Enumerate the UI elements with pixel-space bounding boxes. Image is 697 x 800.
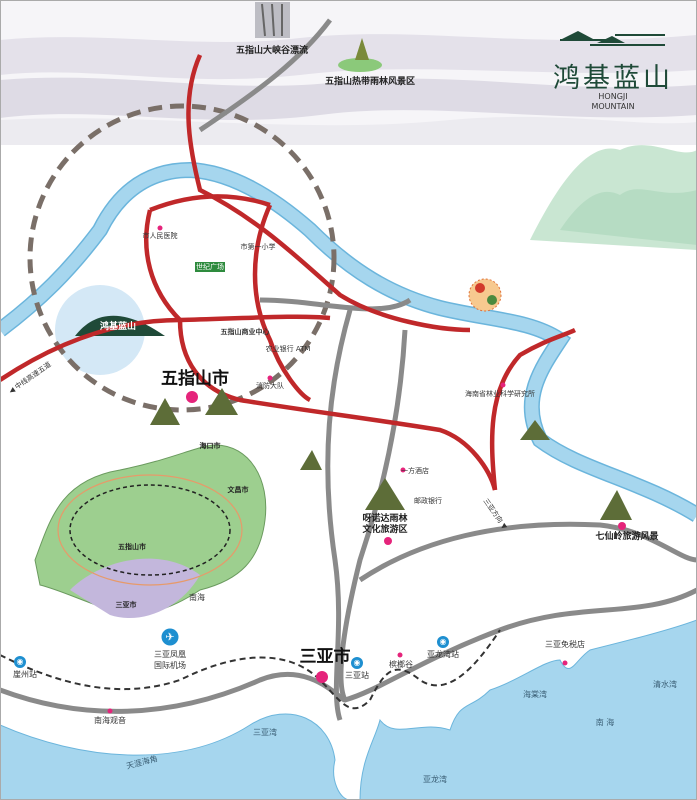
radius-circle bbox=[27, 103, 337, 413]
duty-free-marker[interactable] bbox=[562, 660, 568, 666]
rainforest-icon bbox=[338, 38, 382, 72]
inset-south-sea-label: 南海 bbox=[189, 593, 205, 602]
grand-canyon-rafting-label: 五指山大峡谷漂流 bbox=[235, 46, 309, 56]
secondary-roads bbox=[0, 18, 697, 721]
train-station-icon: ◉ bbox=[437, 636, 449, 648]
duty-free-label: 三亚免税店 bbox=[545, 640, 585, 649]
airport-icon: ✈ bbox=[161, 628, 179, 646]
logo-title: 鸿基蓝山 bbox=[553, 63, 673, 94]
binglanggu-marker[interactable] bbox=[397, 652, 403, 658]
airport-label-line1: 三亚凤凰 bbox=[154, 650, 186, 659]
train-station-icon: ◉ bbox=[351, 657, 363, 669]
hotel-label: 一方酒店 bbox=[401, 467, 429, 475]
rainforest-scenic-label: 五指山热带雨林风景区 bbox=[324, 77, 416, 87]
school-label: 市第一小学 bbox=[240, 243, 276, 251]
railway bbox=[0, 629, 501, 710]
inset-wuzhishan-label: 五指山市 bbox=[118, 543, 146, 551]
lake-circles bbox=[468, 278, 502, 312]
square-label: 世纪广场 bbox=[195, 262, 225, 273]
sanya-station-label: 三亚站 bbox=[345, 671, 369, 680]
post-office-label: 邮政银行 bbox=[414, 497, 442, 505]
yanoda-label-line1: 呀诺达雨林 bbox=[362, 514, 408, 524]
main-roads bbox=[0, 54, 577, 491]
hotel-marker[interactable] bbox=[400, 467, 406, 473]
forestry-institute-label: 海南省林业科学研究所 bbox=[465, 390, 535, 398]
yazhou-station-label: 崖州站 bbox=[13, 670, 37, 679]
qingshui-bay-label: 清水湾 bbox=[653, 680, 677, 689]
green-hills bbox=[530, 145, 697, 250]
airport-label-line2: 国际机场 bbox=[154, 661, 186, 670]
nanhai-guanyin-label: 南海观音 bbox=[94, 716, 126, 725]
sanya-bay-label: 三亚湾 bbox=[253, 728, 277, 737]
mountain-icons bbox=[150, 388, 632, 520]
forestry-institute-marker[interactable] bbox=[500, 382, 506, 388]
inset-haikou-label: 海口市 bbox=[199, 442, 221, 450]
train-station-icon: ◉ bbox=[14, 656, 26, 668]
haitang-bay-label: 海棠湾 bbox=[523, 690, 547, 699]
wuzhishan-city-label: 五指山市 bbox=[161, 369, 229, 389]
logo-mark bbox=[560, 31, 665, 46]
qixianling-label: 七仙岭旅游风景 bbox=[595, 532, 659, 542]
yalong-bay-label: 亚龙湾 bbox=[423, 775, 447, 784]
fire-brigade-marker[interactable] bbox=[267, 375, 273, 381]
bank-atm-label: 农业银行 ATM bbox=[265, 345, 311, 353]
hospital-marker[interactable] bbox=[157, 225, 163, 231]
sea-east bbox=[359, 619, 697, 800]
sanya-city-marker[interactable] bbox=[316, 671, 328, 683]
sanya-city-label: 三亚市 bbox=[299, 647, 351, 667]
yanoda-marker[interactable] bbox=[384, 537, 392, 545]
binglanggu-label: 槟榔谷 bbox=[389, 660, 413, 669]
mist-banner bbox=[0, 0, 697, 145]
waterfall-icon bbox=[255, 2, 290, 38]
nanhai-guanyin-marker[interactable] bbox=[107, 708, 113, 714]
inset-wenchang-label: 文昌市 bbox=[227, 486, 249, 494]
south-sea-label: 南 海 bbox=[595, 718, 615, 727]
hongji-mountain-label: 鸿基蓝山 bbox=[99, 322, 137, 332]
sea bbox=[0, 713, 351, 800]
commerce-center-label: 五指山商业中心 bbox=[220, 328, 270, 336]
hospital-label: 市人民医院 bbox=[142, 232, 178, 240]
qixianling-marker[interactable] bbox=[618, 522, 626, 530]
logo-english-line1: HONGJI bbox=[598, 92, 628, 101]
wuzhishan-city-marker[interactable] bbox=[186, 391, 198, 403]
yalongwan-station-label: 亚龙湾站 bbox=[427, 650, 459, 659]
inset-sanya-label: 三亚市 bbox=[115, 601, 137, 609]
hainan-inset-map bbox=[34, 444, 267, 619]
yanoda-label-line2: 文化旅游区 bbox=[362, 525, 408, 535]
fire-brigade-label: 消防大队 bbox=[256, 382, 284, 390]
logo-english-line2: MOUNTAIN bbox=[591, 102, 635, 111]
